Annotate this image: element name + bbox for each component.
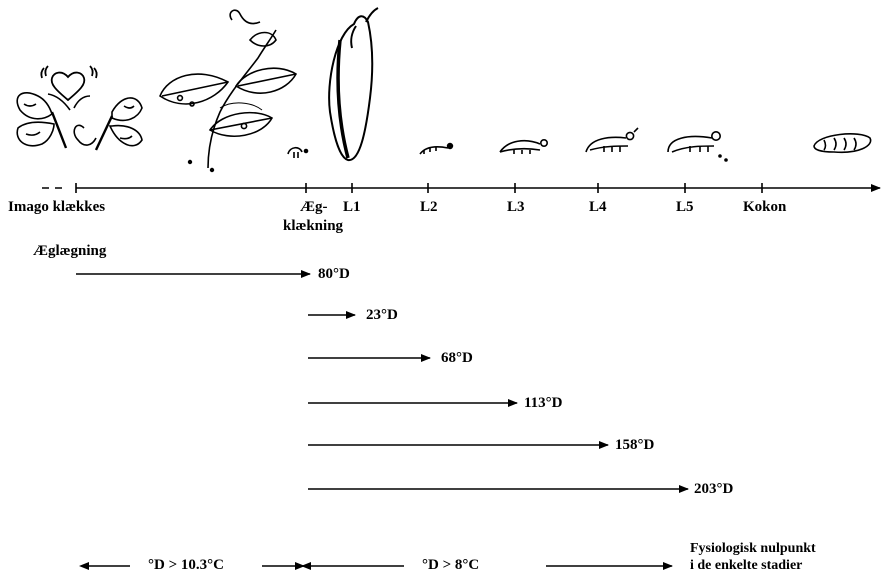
timeline-axis — [42, 183, 880, 193]
threshold-label-8: °D > 8°C — [422, 557, 479, 574]
pea-pod-illustration — [329, 8, 378, 160]
degree-day-label-203: 203°D — [694, 481, 733, 498]
degree-day-label-80: 80°D — [318, 266, 350, 283]
stage-label-l3: L3 — [507, 199, 525, 216]
footnote-line2: i de enkelte stadier — [690, 558, 802, 574]
larva-l4-icon — [586, 128, 638, 152]
larva-l3-icon — [500, 140, 547, 154]
degree-day-label-68: 68°D — [441, 350, 473, 367]
egg-laying-label: Æglægning — [33, 243, 106, 260]
stage-label-imago: Imago klækkes — [8, 199, 105, 216]
stage-label-cocoon: Kokon — [743, 199, 786, 216]
pea-plant-illustration — [160, 10, 296, 171]
larva-l5-icon — [668, 132, 727, 161]
stage-label-egg-hatch-line2: klækning — [283, 218, 343, 235]
threshold-label-10-3: °D > 10.3°C — [148, 557, 224, 574]
egg-icon — [288, 148, 308, 158]
larva-l2-icon — [420, 144, 452, 154]
degree-day-label-158: 158°D — [615, 437, 654, 454]
degree-day-label-23: 23°D — [366, 307, 398, 324]
stage-label-l4: L4 — [589, 199, 607, 216]
footnote-line1: Fysiologisk nulpunkt — [690, 541, 816, 557]
stage-label-l2: L2 — [420, 199, 438, 216]
butterflies-illustration — [17, 93, 142, 150]
stage-label-l5: L5 — [676, 199, 694, 216]
stage-label-egg-hatch-line1: Æg- — [300, 199, 328, 216]
stage-label-l1: L1 — [343, 199, 361, 216]
degree-day-label-113: 113°D — [524, 395, 563, 412]
cocoon-icon — [814, 134, 871, 152]
